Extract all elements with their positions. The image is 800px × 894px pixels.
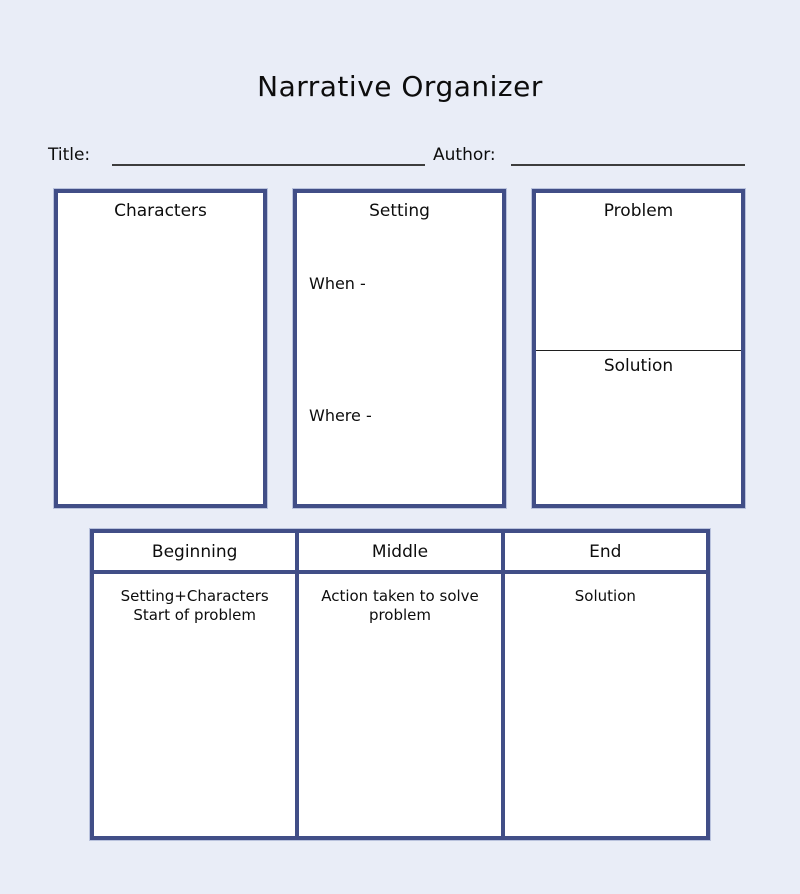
setting-box[interactable]: Setting When - Where - (293, 189, 506, 508)
problem-solution-divider (536, 350, 741, 351)
table-header-end: End (504, 533, 706, 570)
table-header-middle: Middle (299, 533, 501, 570)
table-cell-end[interactable]: Solution (504, 574, 706, 836)
setting-box-label: Setting (369, 201, 430, 221)
title-field-label: Title: (48, 145, 91, 165)
characters-box-label: Characters (114, 201, 207, 221)
setting-when-label: When - (309, 274, 366, 293)
setting-where-label: Where - (309, 406, 372, 425)
story-sequence-table: Beginning Middle End Setting+Characters … (90, 529, 710, 840)
problem-box-label: Problem (603, 201, 674, 221)
table-cell-middle[interactable]: Action taken to solve problem (299, 574, 501, 836)
problem-solution-box[interactable]: Problem Solution (532, 189, 745, 508)
page-title: Narrative Organizer (257, 70, 543, 103)
solution-box-label: Solution (603, 356, 674, 376)
table-cell-beginning[interactable]: Setting+Characters Start of problem (94, 574, 296, 836)
title-input-line[interactable] (112, 148, 425, 166)
author-field-label: Author: (433, 145, 496, 165)
table-header-beginning: Beginning (94, 533, 296, 570)
characters-box[interactable]: Characters (54, 189, 267, 508)
author-input-line[interactable] (511, 148, 745, 166)
